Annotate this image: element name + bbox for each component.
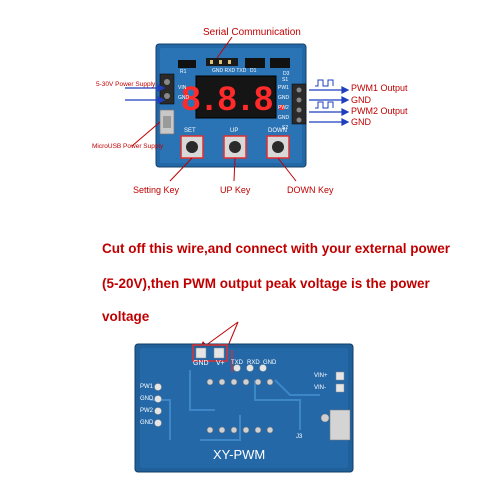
display-pins [206, 378, 274, 434]
silk-pw1: PW1 [278, 85, 289, 91]
bottom-diagram [134, 321, 354, 473]
silk-vin-plus: VIN+ [314, 373, 328, 379]
power-supply-label: 5-30V Power Supply [96, 81, 156, 88]
pwm-terminal [291, 83, 307, 125]
silk-gnd1: GND [278, 95, 290, 101]
silk-pw2-bottom: PW2 [140, 408, 154, 414]
silk-s2: S2 [282, 125, 289, 131]
silk-gnd-b: GND [140, 420, 154, 426]
silk-pw1-bottom: PW1 [140, 384, 154, 390]
annotation-lines [131, 36, 297, 182]
set-button[interactable] [180, 135, 204, 159]
pwm1-output-label: PWM1 Output [351, 83, 408, 93]
silk-serial-pins: GND RXD TXD [212, 68, 247, 74]
note-line-2: (5-20V),then PWM output peak voltage is … [102, 276, 430, 291]
silk-gnd-top: GND [263, 360, 277, 366]
silk-s1: S1 [282, 77, 289, 83]
silk-vin-minus: VIN- [314, 385, 326, 391]
microusb-label: MicroUSB Power Supply [92, 143, 164, 150]
annotation-arrows [125, 84, 350, 126]
silk-txd: TXD [231, 360, 243, 366]
silk-set: SET [184, 128, 196, 134]
silk-vplus-pad: V+ [216, 360, 225, 367]
silk-gnd-a: GND [140, 396, 154, 402]
board-title: XY-PWM [213, 447, 266, 462]
note-line-1: Cut off this wire,and connect with your … [102, 241, 451, 256]
silk-up: UP [230, 128, 239, 134]
pwm-wave-icons [315, 79, 334, 109]
left-pads [154, 383, 162, 427]
silk-rxd: RXD [247, 360, 260, 366]
silk-gnd2: GND [278, 115, 290, 121]
silk-vin: VIN [178, 85, 187, 91]
setting-key-label: Setting Key [133, 185, 180, 195]
silk-d1: D1 [250, 68, 257, 74]
top-diagram: 8.8.8. [125, 36, 350, 182]
pcb-traces [150, 370, 320, 441]
silk-j3: J3 [296, 434, 303, 440]
right-pads [335, 371, 345, 393]
down-button[interactable] [266, 135, 290, 159]
down-key-label: DOWN Key [287, 185, 334, 195]
note-line-3: voltage [102, 309, 150, 324]
display-digits: 8.8.8. [181, 80, 290, 118]
gnd1-label: GND [351, 95, 371, 105]
silk-pw2: PW2 [278, 105, 289, 111]
led-display [195, 75, 277, 119]
silk-gnd-left: GND [178, 95, 190, 101]
serial-communication-label: Serial Communication [203, 27, 301, 38]
silk-down: DOWN [268, 128, 287, 134]
up-key-label: UP Key [220, 185, 251, 195]
silk-r1: R1 [180, 69, 187, 75]
usb-outline [329, 409, 351, 441]
silk-d3: D3 [283, 71, 290, 77]
top-pads [195, 347, 267, 372]
pwm2-output-label: PWM2 Output [351, 106, 408, 116]
up-button[interactable] [223, 135, 247, 159]
gnd-vplus-highlight [192, 344, 228, 362]
silk-gnd-pad: GND [193, 360, 209, 367]
serial-header [206, 58, 238, 66]
gnd2-label: GND [351, 117, 371, 127]
